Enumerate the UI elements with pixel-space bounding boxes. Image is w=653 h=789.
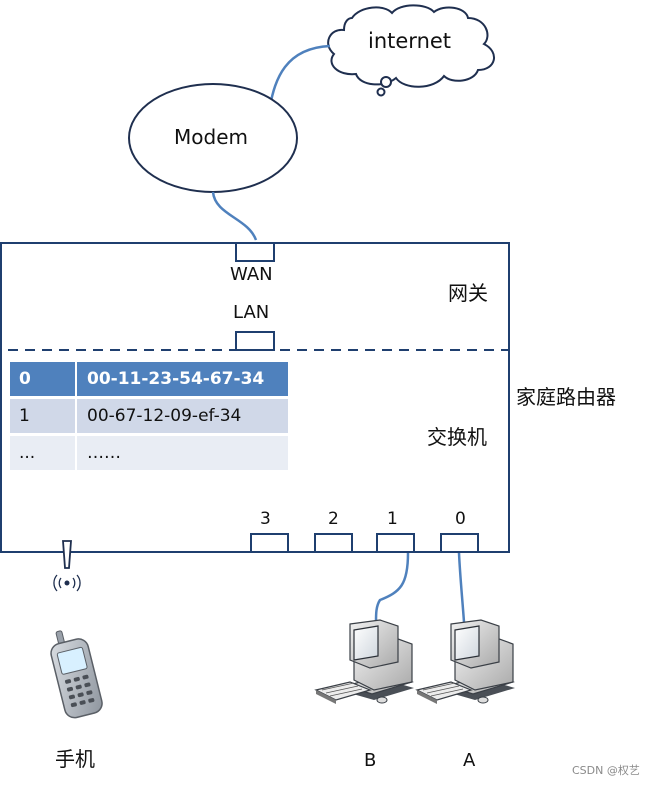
- switch-port-0: [440, 533, 479, 553]
- mac-table-row: 1 00-67-12-09-ef-34: [10, 399, 288, 433]
- mac-port-cell: 0: [10, 362, 75, 396]
- port-3-label: 3: [260, 509, 271, 529]
- phone-label: 手机: [55, 747, 95, 771]
- port-1-label: 1: [387, 509, 398, 529]
- cable-port0-pcA: [457, 552, 466, 623]
- switch-port-2: [314, 533, 353, 553]
- wan-label: WAN: [230, 264, 273, 285]
- port-2-label: 2: [328, 509, 339, 529]
- mac-address-cell: 00-11-23-54-67-34: [75, 362, 288, 396]
- mac-address-cell: 00-67-12-09-ef-34: [75, 399, 288, 433]
- lan-port: [235, 331, 275, 351]
- pc-a-label: A: [463, 750, 476, 771]
- mac-address-cell: ……: [75, 436, 288, 470]
- switch-port-1: [376, 533, 415, 553]
- wifi-antenna-icon: [53, 540, 81, 592]
- switch-port-3: [250, 533, 289, 553]
- mobile-phone-icon: [50, 630, 103, 719]
- cable-modem-wan: [211, 191, 258, 241]
- mac-table-row: ... ……: [10, 436, 288, 470]
- mac-table-row: 0 00-11-23-54-67-34: [10, 362, 288, 396]
- cable-port1-pcB: [374, 552, 410, 623]
- computer-b-icon: [314, 619, 414, 704]
- router-label: 家庭路由器: [516, 385, 616, 409]
- internet-cloud: [327, 4, 495, 97]
- modem-label: Modem: [174, 125, 248, 149]
- cable-modem-internet: [268, 44, 331, 107]
- pc-b-label: B: [364, 750, 377, 771]
- port-0-label: 0: [455, 509, 466, 529]
- mac-port-cell: ...: [10, 436, 75, 470]
- gateway-label: 网关: [448, 281, 488, 305]
- mac-address-table: 0 00-11-23-54-67-34 1 00-67-12-09-ef-34 …: [10, 359, 288, 473]
- computer-a-icon: [415, 619, 515, 704]
- mac-port-cell: 1: [10, 399, 75, 433]
- lan-label: LAN: [233, 302, 270, 323]
- wan-port: [235, 242, 275, 262]
- internet-label: internet: [368, 29, 452, 53]
- watermark-text: CSDN @权艺: [572, 764, 640, 777]
- router-box: [0, 242, 510, 553]
- switch-label: 交换机: [427, 425, 487, 449]
